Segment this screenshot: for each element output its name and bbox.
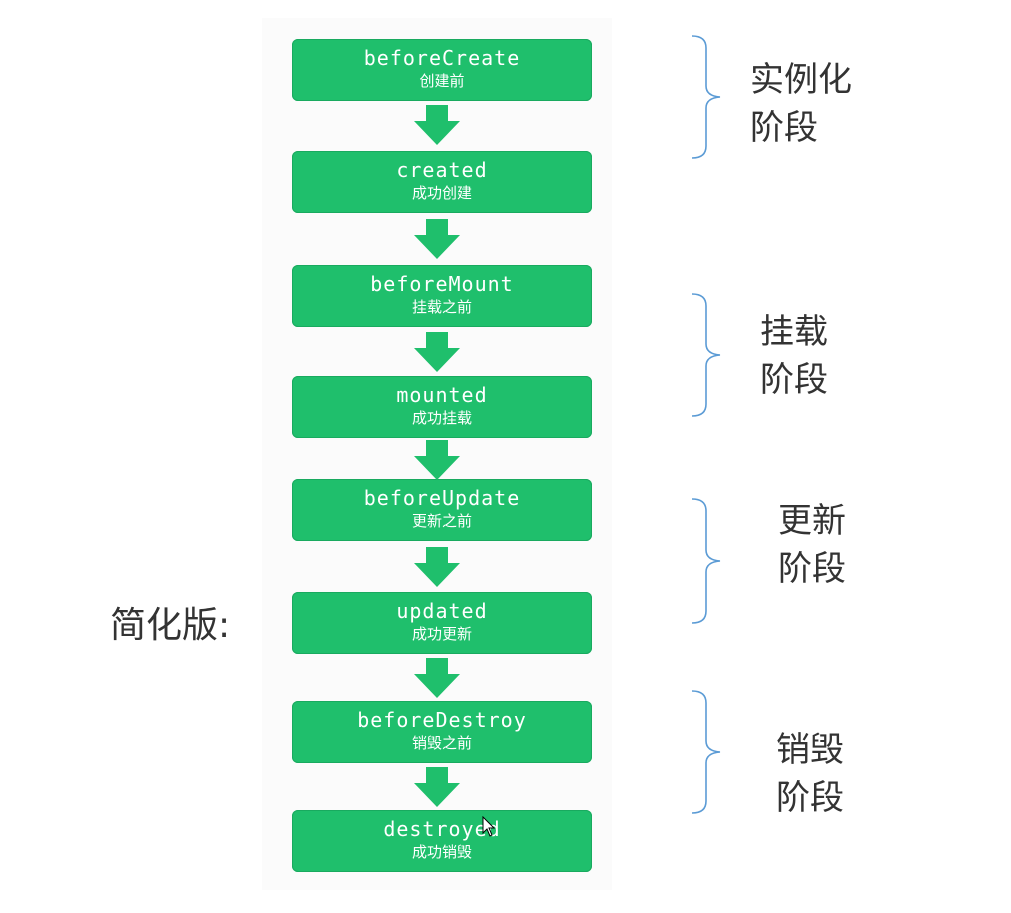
step-description: 挂载之前	[411, 298, 472, 316]
step-updated: updated 成功更新	[292, 592, 592, 654]
phase-label-instantiation: 实例化 阶段	[750, 56, 852, 152]
step-destroyed: destroyed 成功销毁	[292, 810, 592, 872]
right-brace-icon	[688, 292, 728, 418]
down-arrow-icon	[414, 767, 460, 807]
step-before-mount: beforeMount 挂载之前	[292, 265, 592, 327]
step-description: 成功更新	[411, 625, 472, 643]
step-name: mounted	[396, 383, 488, 407]
phase-label-line2: 阶段	[776, 778, 844, 818]
phase-label-line1: 挂载	[760, 312, 828, 352]
simplified-version-label: 简化版:	[110, 605, 231, 646]
step-description: 成功创建	[411, 184, 472, 202]
phase-label-line2: 阶段	[750, 108, 818, 148]
right-brace-icon	[688, 497, 728, 625]
right-brace-icon	[688, 34, 728, 160]
step-description: 创建前	[419, 72, 465, 90]
step-name: beforeMount	[370, 272, 514, 296]
step-description: 销毁之前	[411, 734, 472, 752]
step-mounted: mounted 成功挂载	[292, 376, 592, 438]
step-before-create: beforeCreate 创建前	[292, 39, 592, 101]
down-arrow-icon	[414, 440, 460, 480]
step-name: updated	[396, 599, 488, 623]
right-brace-icon	[688, 689, 728, 815]
step-name: created	[396, 158, 488, 182]
step-description: 成功挂载	[411, 409, 472, 427]
down-arrow-icon	[414, 219, 460, 259]
step-description: 成功销毁	[411, 843, 472, 861]
down-arrow-icon	[414, 332, 460, 372]
down-arrow-icon	[414, 658, 460, 698]
phase-label-line2: 阶段	[760, 360, 828, 400]
phase-label-line2: 阶段	[778, 549, 846, 589]
phase-label-line1: 销毁	[776, 730, 844, 770]
phase-label-line1: 实例化	[750, 60, 852, 100]
step-description: 更新之前	[411, 512, 472, 530]
step-name: destroyed	[383, 817, 501, 841]
step-before-destroy: beforeDestroy 销毁之前	[292, 701, 592, 763]
step-name: beforeDestroy	[357, 708, 527, 732]
step-before-update: beforeUpdate 更新之前	[292, 479, 592, 541]
down-arrow-icon	[414, 105, 460, 145]
step-name: beforeUpdate	[363, 486, 521, 510]
phase-label-mount: 挂载 阶段	[760, 308, 828, 404]
mouse-cursor-icon	[482, 815, 496, 838]
phase-label-update: 更新 阶段	[778, 497, 846, 593]
phase-label-destroy: 销毁 阶段	[776, 726, 844, 822]
phase-label-line1: 更新	[778, 501, 846, 541]
down-arrow-icon	[414, 547, 460, 587]
step-name: beforeCreate	[363, 46, 521, 70]
step-created: created 成功创建	[292, 151, 592, 213]
